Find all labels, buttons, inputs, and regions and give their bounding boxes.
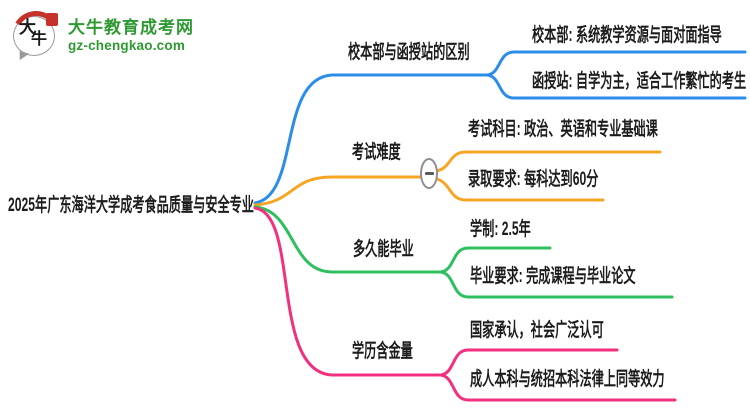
- branch-node-graduation-time[interactable]: 多久能毕业: [353, 239, 414, 260]
- child-node-exam-subjects[interactable]: 考试科目: 政治、英语和专业基础课: [468, 119, 658, 140]
- brand-domain: gz-chengkao.com: [68, 38, 186, 53]
- logo-char-da: 大: [19, 18, 36, 37]
- branch-lines-graduation: [253, 205, 674, 299]
- child-node-state-recognition[interactable]: 国家承认，社会广泛认可: [470, 320, 604, 341]
- branch-node-campus[interactable]: 校本部与函授站的区别: [348, 42, 470, 63]
- child-node-campus-hq[interactable]: 校本部: 系统教学资源与面对面指导: [532, 25, 722, 46]
- brand-logo: 大 牛 大牛教育成考网 gz-chengkao.com: [6, 5, 194, 65]
- logo-char-niu: 牛: [31, 31, 48, 48]
- red-seal-icon: [46, 13, 58, 26]
- collapse-button[interactable]: [420, 158, 438, 189]
- root-node[interactable]: 2025年广东海洋大学成考食品质量与安全专业: [8, 195, 254, 216]
- child-node-correspondence[interactable]: 函授站: 自学为主，适合工作繁忙的考生: [532, 71, 747, 92]
- branch-node-degree-value[interactable]: 学历含金量: [352, 341, 413, 362]
- brand-text: 大牛教育成考网 gz-chengkao.com: [68, 12, 194, 54]
- branch-lines-recognition: [253, 206, 677, 402]
- branch-lines-difficulty: [253, 150, 662, 207]
- branch-node-difficulty[interactable]: 考试难度: [352, 142, 401, 163]
- child-node-study-length[interactable]: 学制: 2.5年: [470, 219, 531, 240]
- minus-icon: [424, 172, 434, 175]
- child-node-admission-requirement[interactable]: 录取要求: 每科达到60分: [468, 169, 599, 190]
- child-node-legal-equivalence[interactable]: 成人本科与统招本科法律上同等效力: [470, 369, 665, 390]
- child-node-graduation-requirement[interactable]: 毕业要求: 完成课程与毕业论文: [470, 266, 636, 287]
- ox-logo-icon: 大 牛: [6, 5, 66, 65]
- brand-name: 大牛教育成考网: [68, 18, 194, 37]
- branch-lines-campus: [253, 50, 747, 205]
